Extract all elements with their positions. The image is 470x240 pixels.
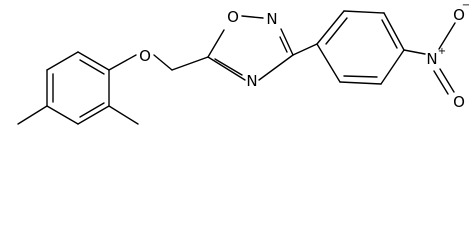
bond <box>292 43 318 56</box>
bond <box>258 54 294 81</box>
bond <box>153 54 173 71</box>
atom-label-nitro-oxygen-top: O <box>453 6 465 24</box>
bond <box>438 22 456 50</box>
atom-label-ether-oxygen: O <box>139 47 151 65</box>
bond <box>108 54 137 71</box>
chemical-structure: O O N N N + O − O <box>17 0 470 125</box>
bond <box>343 10 385 14</box>
bonds <box>17 10 456 125</box>
bond <box>207 56 246 81</box>
atom-labels: O O N N N + O − O <box>139 0 470 111</box>
atom-label-ring-nitrogen-top: N <box>266 10 277 28</box>
bond <box>46 51 79 71</box>
charge-plus: + <box>438 46 446 57</box>
bond-double-inner <box>433 70 449 95</box>
atom-label-ring-oxygen: O <box>227 8 239 26</box>
bond-methyl <box>17 105 48 125</box>
bond <box>77 105 110 125</box>
bond <box>439 68 455 93</box>
bond <box>316 43 341 83</box>
bond-double-inner <box>325 17 348 45</box>
bond-double-inner <box>279 36 288 53</box>
atom-label-nitro-nitrogen: N <box>426 50 437 68</box>
bond-methyl <box>108 105 139 125</box>
bond <box>316 10 345 45</box>
bond <box>77 51 110 71</box>
atom-label-ring-nitrogen-bottom: N <box>246 72 257 90</box>
bond <box>380 49 405 85</box>
atom-label-nitro-oxygen-bottom: O <box>453 93 465 111</box>
bond-double-inner <box>79 59 105 75</box>
bond <box>280 28 294 56</box>
bond-double-inner <box>343 75 378 78</box>
bond <box>403 49 426 55</box>
bond <box>171 56 209 71</box>
bond-double-inner <box>214 58 243 76</box>
charge-minus: − <box>462 0 470 11</box>
bond <box>207 29 225 58</box>
bond <box>46 105 79 125</box>
bond <box>383 12 405 51</box>
bond-double-inner <box>381 19 398 49</box>
bond <box>339 81 382 85</box>
bond <box>241 15 264 19</box>
bond-double-inner <box>79 102 105 118</box>
